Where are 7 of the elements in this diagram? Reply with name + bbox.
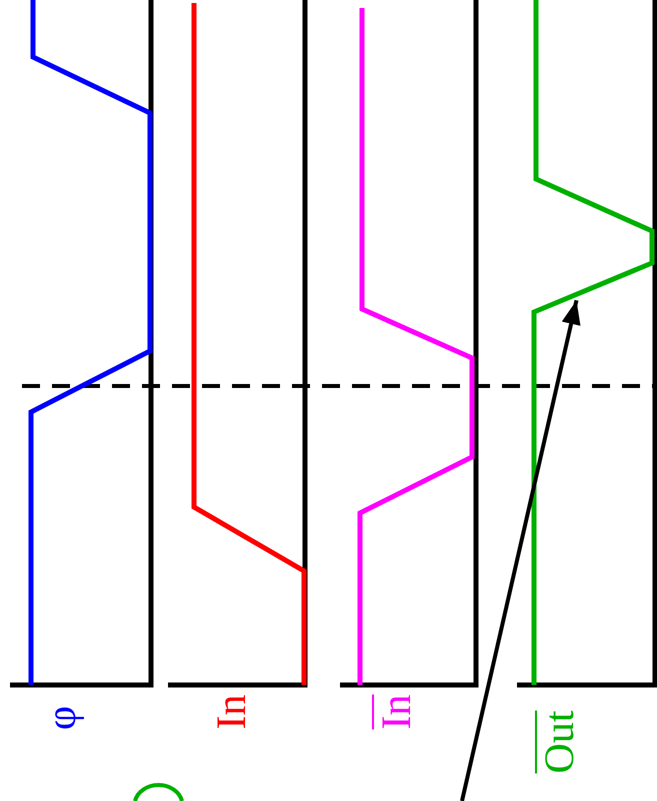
signal-label: In [376, 694, 418, 730]
waveform-trace [192, 3, 306, 685]
arrow [460, 300, 580, 801]
waveform-trace [358, 8, 474, 685]
signal-label: φ [41, 706, 83, 730]
signal-label: In [211, 694, 253, 730]
signal-label: Out [539, 710, 581, 774]
